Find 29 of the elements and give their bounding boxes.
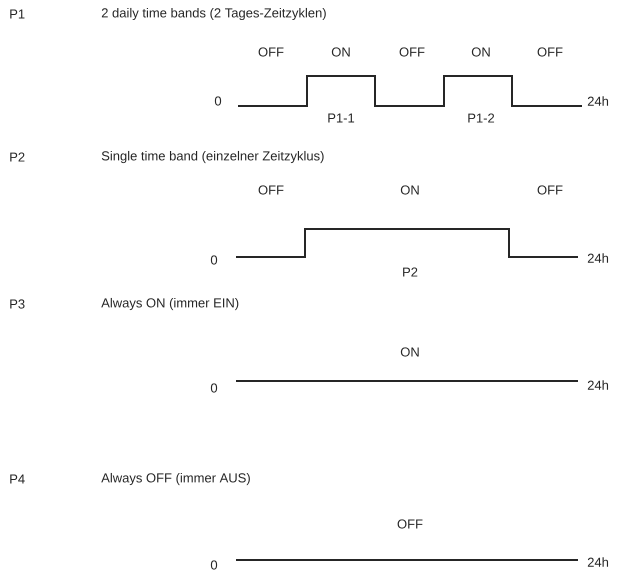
band-label: P1-2 <box>468 113 494 123</box>
state-label: OFF <box>538 185 562 195</box>
state-label: ON <box>400 185 419 195</box>
axis-end-label: 24h <box>588 557 608 567</box>
program-code: P4 <box>10 474 25 484</box>
program-title: Always OFF (immer AUS) <box>101 472 250 486</box>
state-label: OFF <box>258 47 284 57</box>
state-label: OFF <box>538 47 562 57</box>
program-code: P2 <box>10 152 24 162</box>
axis-end-label: 24h <box>588 96 608 106</box>
state-label: ON <box>332 47 350 57</box>
program-code: P3 <box>10 299 25 309</box>
axis-start-label: 0 <box>210 255 218 265</box>
axis-start-label: 0 <box>210 383 218 393</box>
axis-end-label: 24h <box>588 380 608 390</box>
program-title: Single time band (einzelner Zeitzyklus) <box>102 150 324 164</box>
program-title: Always ON (immer EIN) <box>101 298 238 310</box>
axis-start-label: 0 <box>214 96 222 106</box>
state-label: OFF <box>398 519 422 529</box>
axis-end-label: 24h <box>588 253 608 263</box>
state-label: ON <box>472 47 490 57</box>
axis-start-label: 0 <box>210 560 218 570</box>
program-code: P1 <box>10 10 24 18</box>
program-title: 2 daily time bands (2 Tages-Zeitzyklen) <box>102 8 326 20</box>
state-label: OFF <box>258 185 284 195</box>
band-label: P2 <box>403 267 418 277</box>
state-label: ON <box>400 347 419 357</box>
state-label: OFF <box>400 47 424 57</box>
band-label: P1-1 <box>328 114 354 122</box>
